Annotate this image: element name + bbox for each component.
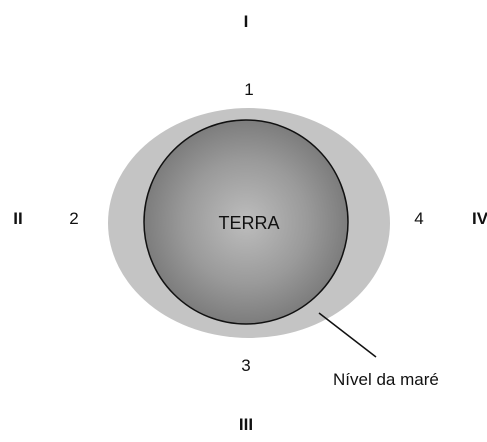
roman-label-top: I <box>244 12 249 31</box>
position-number-top: 1 <box>244 80 253 99</box>
tide-level-label: Nível da maré <box>333 370 439 389</box>
roman-label-left: II <box>13 209 22 228</box>
earth-label: TERRA <box>218 213 279 233</box>
position-number-bottom: 3 <box>241 356 250 375</box>
position-number-left: 2 <box>69 209 78 228</box>
roman-label-bottom: III <box>239 415 253 434</box>
position-number-right: 4 <box>414 209 423 228</box>
roman-label-right: IV <box>472 209 487 228</box>
tide-callout-line <box>319 313 376 357</box>
